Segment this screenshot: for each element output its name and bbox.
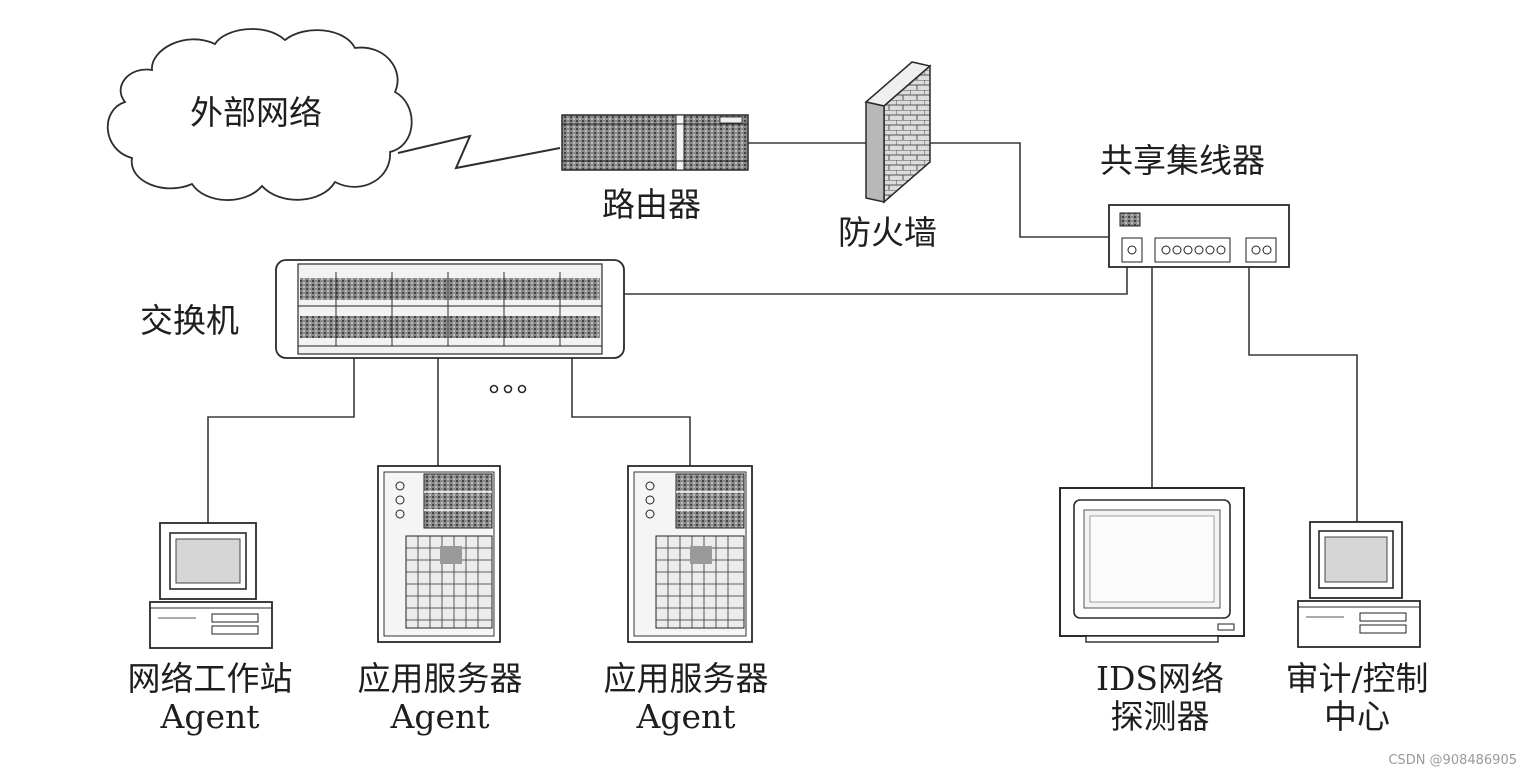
audit-workstation-icon — [1297, 521, 1421, 648]
switch-label: 交换机 — [140, 301, 239, 340]
hub-icon — [1108, 204, 1290, 268]
link-switch-hub — [624, 262, 1128, 295]
cloud-icon — [106, 28, 413, 201]
link-switch-server2 — [571, 358, 691, 466]
app-server-2-label-line2: Agent — [636, 697, 736, 736]
workstation-label: 网络工作站 Agent — [100, 660, 320, 736]
ids-monitor-icon — [1059, 487, 1245, 643]
firewall-icon — [864, 61, 932, 204]
ids-label-line1: IDS网络 — [1095, 659, 1225, 698]
connection-lines — [207, 142, 1358, 523]
cloud-label: 外部网络 — [190, 93, 322, 132]
audit-label-line1: 审计/控制 — [1285, 659, 1429, 698]
app-server-1-label: 应用服务器 Agent — [330, 660, 550, 736]
router-icon — [561, 114, 749, 171]
app-server-2-icon — [627, 465, 753, 643]
lightning-link — [397, 134, 561, 170]
ids-label-line2: 探测器 — [1110, 697, 1210, 736]
link-switch-workstation — [207, 358, 355, 523]
switch-icon — [275, 259, 625, 359]
audit-label-line2: 中心 — [1324, 697, 1390, 736]
ellipsis-dots — [489, 384, 527, 394]
app-server-2-label: 应用服务器 Agent — [576, 660, 796, 736]
app-server-1-label-line2: Agent — [390, 697, 490, 736]
app-server-1-label-line1: 应用服务器 — [357, 659, 523, 698]
router-label: 路由器 — [602, 185, 701, 224]
ids-label: IDS网络 探测器 — [1060, 660, 1260, 736]
firewall-label: 防火墙 — [838, 213, 937, 252]
link-firewall-hub — [930, 142, 1110, 238]
workstation-icon — [149, 522, 273, 649]
hub-label: 共享集线器 — [1100, 141, 1265, 180]
app-server-1-icon — [377, 465, 501, 643]
app-server-2-label-line1: 应用服务器 — [603, 659, 769, 698]
link-hub-audit — [1248, 268, 1358, 522]
audit-label: 审计/控制 中心 — [1262, 660, 1452, 736]
workstation-label-line2: Agent — [160, 697, 260, 736]
watermark: CSDN @908486905 — [1388, 753, 1517, 768]
workstation-label-line1: 网络工作站 — [127, 659, 293, 698]
